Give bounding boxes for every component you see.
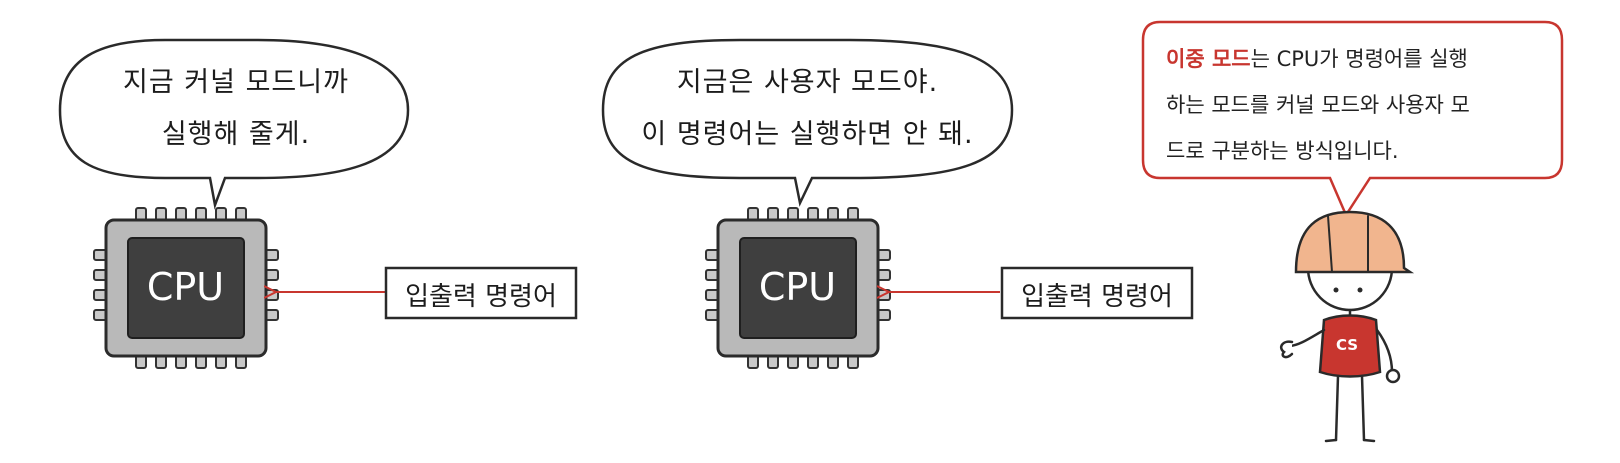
instruction-label-left: 입출력 명령어 — [405, 282, 557, 312]
info-line-1-rest: 는 CPU가 명령어를 실행 — [1250, 47, 1468, 71]
bubble-middle-line-1: 지금은 사용자 모드야. — [676, 67, 939, 98]
info-line-3: 드로 구분하는 방식입니다. — [1166, 139, 1399, 163]
helmet-icon — [1294, 210, 1415, 274]
info-line-1: 이중 모드는 CPU가 명령어를 실행 — [1166, 36, 1470, 82]
bubble-left-line-2: 실행해 줄게. — [161, 119, 311, 150]
info-highlight: 이중 모드 — [1166, 47, 1251, 71]
info-line-2: 하는 모드를 커널 모드와 사용자 모 — [1166, 93, 1470, 117]
cpu-label-left: CPU — [146, 265, 225, 309]
shirt-label: CS — [1336, 336, 1359, 354]
instruction-label-middle: 입출력 명령어 — [1021, 282, 1173, 312]
cpu-label-middle: CPU — [758, 265, 837, 309]
bubble-left-line-1: 지금 커널 모드니까 — [123, 67, 349, 98]
cs-character — [1280, 210, 1415, 443]
info-bubble-text: 이중 모드는 CPU가 명령어를 실행 하는 모드를 커널 모드와 사용자 모 … — [1166, 36, 1470, 174]
bubble-middle-line-2: 이 명령어는 실행하면 안 돼. — [641, 119, 974, 150]
